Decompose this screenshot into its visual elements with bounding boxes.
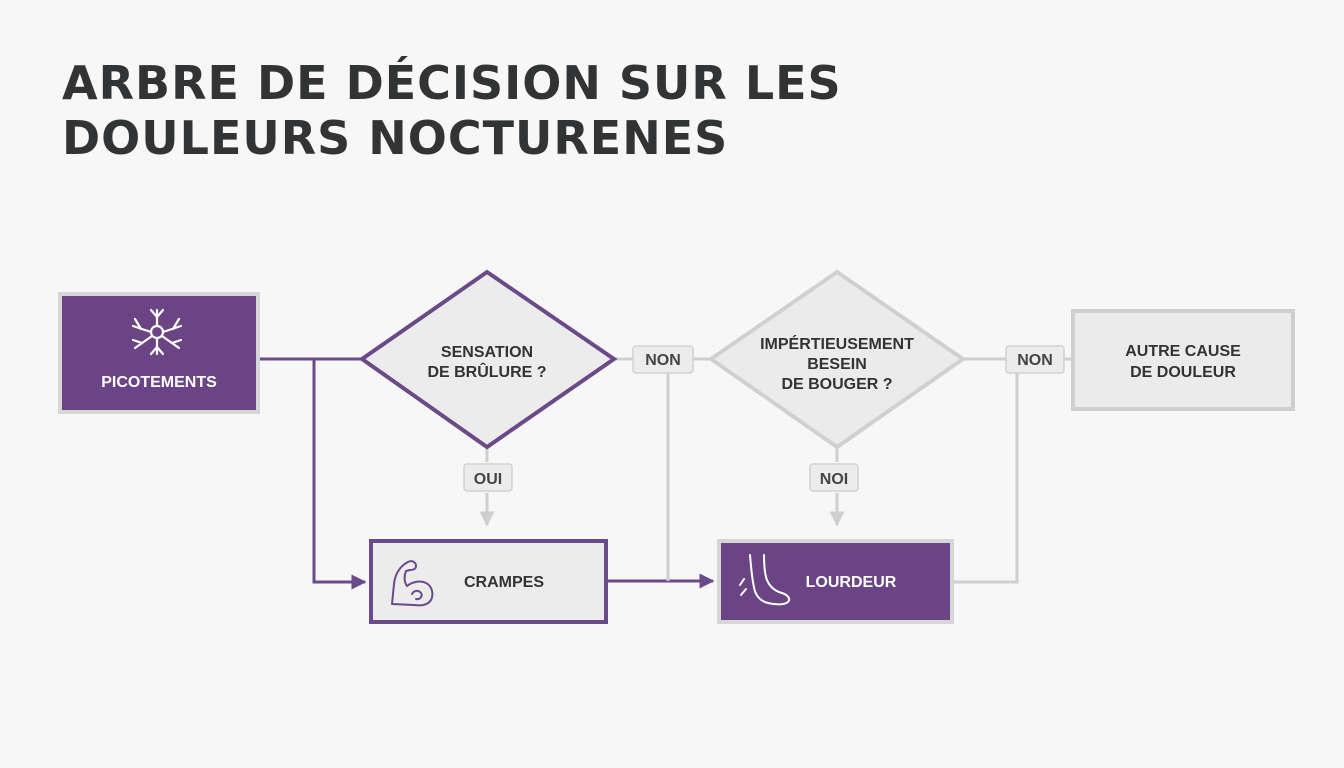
q2-label-line-2: BESEIN (807, 356, 867, 373)
node-picotements: PICOTEMENTS (58, 292, 260, 414)
node-lourdeur: LOURDEUR (717, 539, 954, 624)
picotements-label: PICOTEMENTS (101, 374, 217, 391)
node-question-urge-to-move: IMPÉRTIEUSEMENT BESEIN DE BOUGER ? (707, 269, 967, 450)
connector-picotements-crampes (312, 359, 367, 590)
neuron-icon (131, 308, 183, 356)
flexed-arm-icon (391, 560, 434, 607)
title-line-2: DOULEURS NOCTURENES (62, 111, 729, 165)
connector-lourdeur-q2 (953, 372, 1019, 584)
svg-text:OUI: OUI (474, 471, 502, 488)
autre-label-line-2: DE DOULEUR (1130, 364, 1236, 381)
q2-label-line-3: DE BOUGER ? (781, 376, 892, 393)
edge-label-q2-yes: NOI (809, 463, 859, 492)
svg-text:NOI: NOI (820, 471, 848, 488)
svg-text:NON: NON (1017, 352, 1053, 369)
lourdeur-label: LOURDEUR (806, 574, 897, 591)
q2-label-line-1: IMPÉRTIEUSEMENT (760, 334, 914, 353)
page-title: ARBRE DE DÉCISION SUR LES DOULEURS NOCTU… (62, 56, 842, 166)
title-line-1: ARBRE DE DÉCISION SUR LES (62, 56, 842, 110)
node-autre-cause: AUTRE CAUSE DE DOULEUR (1071, 309, 1295, 411)
foot-icon (739, 554, 791, 606)
q1-label-line-2: DE BRÛLURE ? (427, 362, 546, 381)
svg-text:NON: NON (645, 352, 681, 369)
q1-label-line-1: SENSATION (441, 344, 533, 361)
node-question-burning: SENSATION DE BRÛLURE ? (358, 269, 618, 450)
node-crampes: CRAMPES (369, 539, 608, 624)
autre-label-line-1: AUTRE CAUSE (1125, 343, 1241, 360)
edge-label-q2-no: NON (1005, 345, 1065, 374)
edge-label-q1-no: NON (632, 345, 694, 374)
edge-label-q1-yes: OUI (463, 463, 513, 492)
crampes-label: CRAMPES (464, 574, 544, 591)
